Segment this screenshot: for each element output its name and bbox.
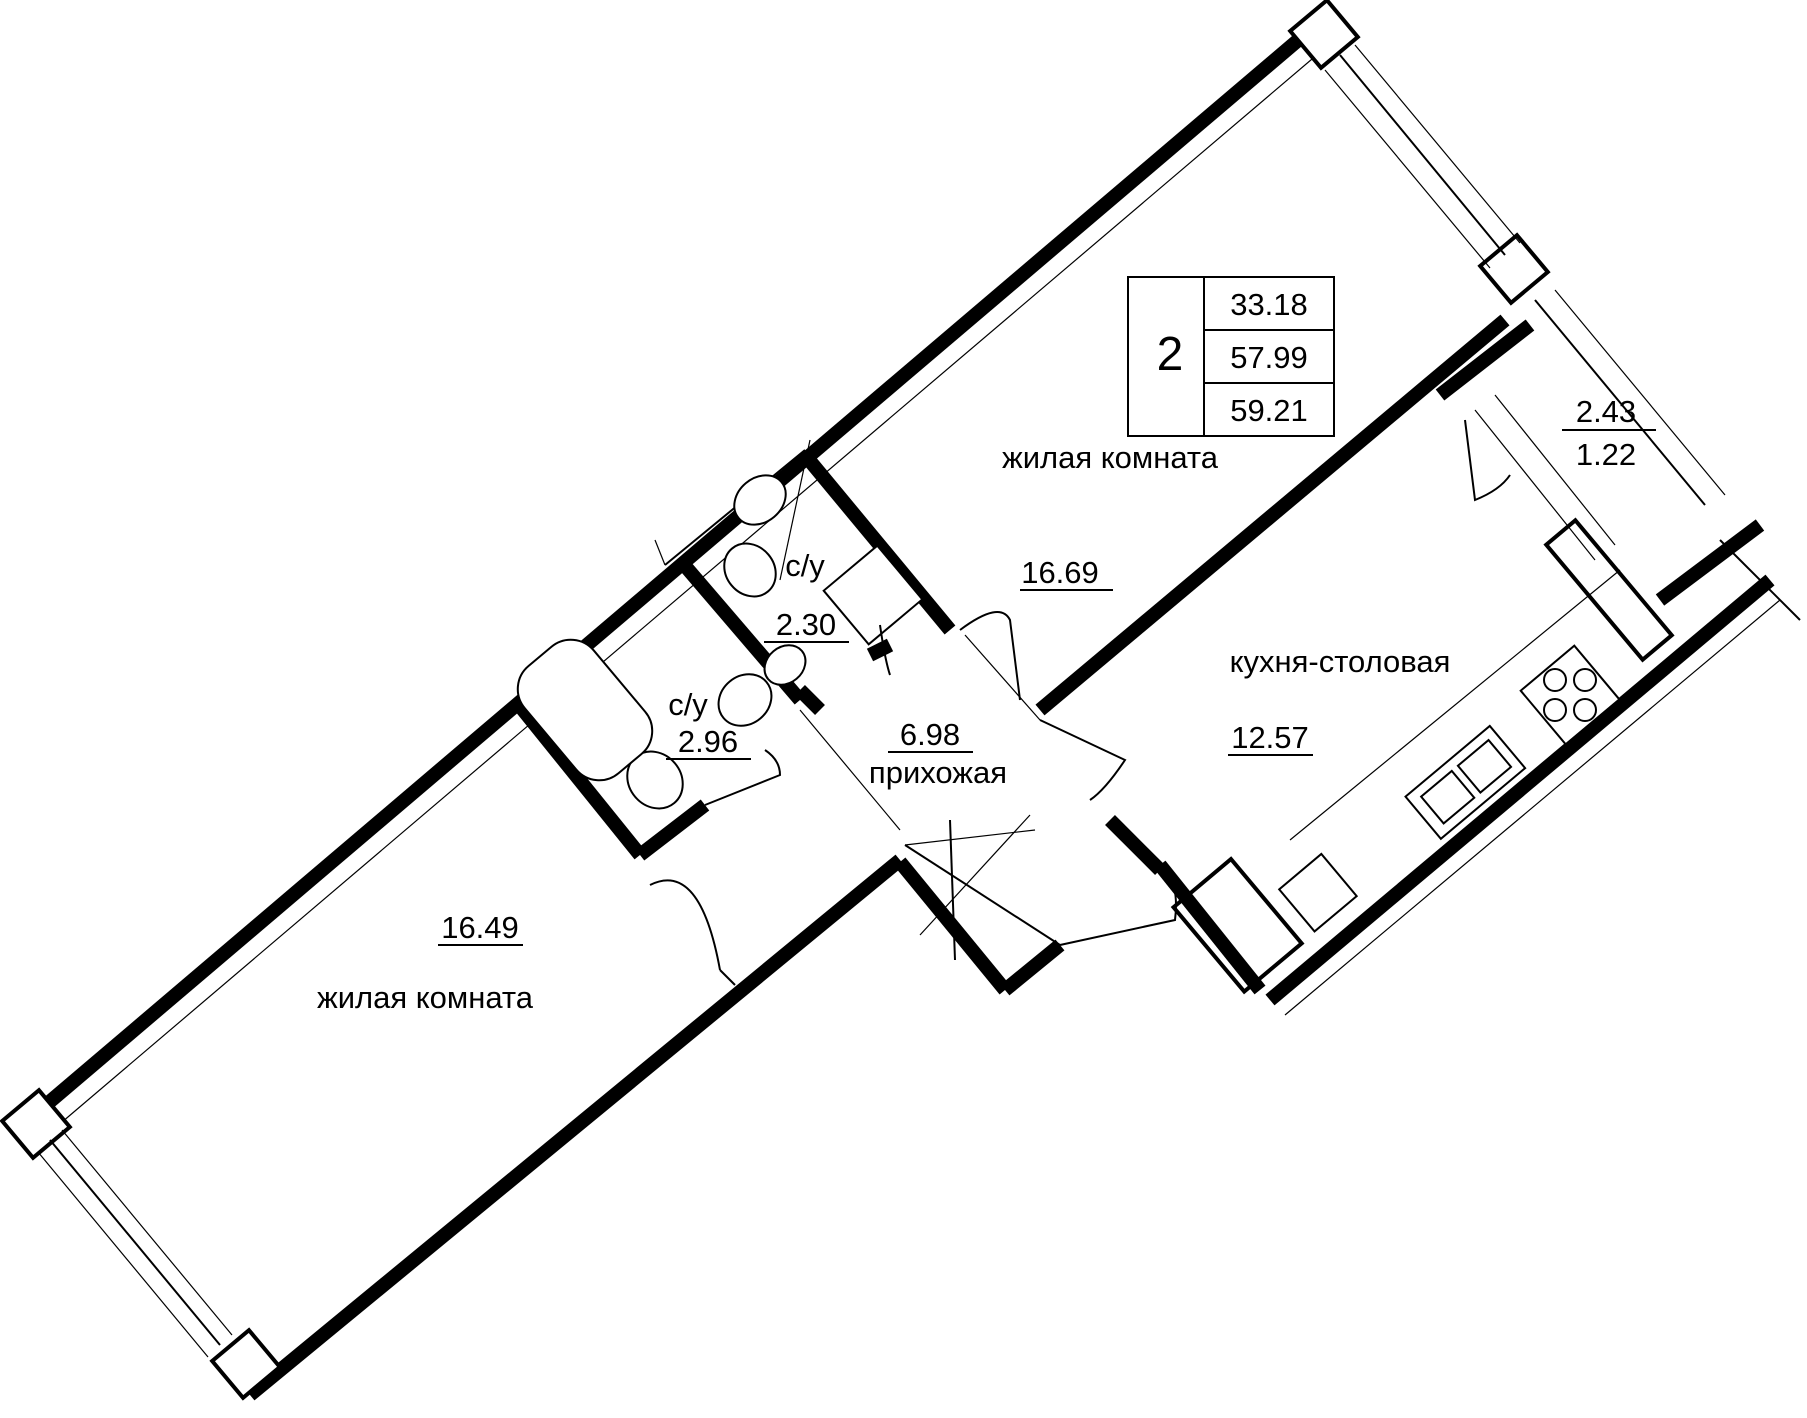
- outer-wall-bottom-left: [245, 854, 905, 1401]
- kitchen-niche: [1170, 856, 1305, 995]
- entrance-door: [1059, 864, 1177, 946]
- kitchen-column: [1543, 517, 1675, 663]
- toilet-icon: [723, 542, 777, 598]
- label-hall: прихожая: [869, 755, 1007, 790]
- summary-area-living: 33.18: [1230, 287, 1308, 322]
- area-balcony-reduced: 1.22: [1576, 437, 1636, 472]
- shower-icon: [822, 544, 924, 646]
- pillar-sw: [209, 1327, 283, 1401]
- sink-icon: [1404, 724, 1527, 841]
- label-living-bottom: жилая комната: [317, 980, 534, 1015]
- area-living-top: 16.69: [1021, 555, 1099, 590]
- pillar-ne: [1287, 0, 1361, 71]
- room-door: [649, 879, 721, 971]
- area-hall: 6.98: [900, 717, 960, 752]
- summary-area-total: 57.99: [1230, 340, 1308, 375]
- bathtub-icon: [516, 638, 654, 782]
- pillar-e: [1477, 232, 1551, 306]
- area-balcony: 2.43: [1576, 394, 1636, 429]
- area-wc-1: 2.30: [776, 607, 836, 642]
- balcony-door: [1464, 419, 1511, 502]
- washbasin-icon: [763, 644, 807, 686]
- stove-icon: [1519, 644, 1621, 746]
- toilet-icon: [733, 474, 787, 526]
- area-kitchen: 12.57: [1231, 720, 1309, 755]
- label-kitchen: кухня-столовая: [1230, 644, 1451, 679]
- area-living-bottom: 16.49: [441, 910, 519, 945]
- label-wc-1: с/у: [785, 548, 825, 583]
- washer-icon: [1277, 852, 1359, 933]
- label-wc-2: с/у: [668, 687, 708, 722]
- area-wc-2: 2.96: [678, 724, 738, 759]
- outer-wall-bottom-right: [1265, 574, 1775, 1006]
- label-living-top: жилая комната: [1002, 440, 1219, 475]
- wall-room-kitchen: [1035, 314, 1510, 716]
- summary-rooms: 2: [1157, 328, 1184, 381]
- outer-wall-top: [35, 24, 1315, 1116]
- washbasin-icon: [717, 673, 773, 727]
- summary-area-balcony: 59.21: [1230, 393, 1308, 428]
- summary-box: [1127, 276, 1335, 437]
